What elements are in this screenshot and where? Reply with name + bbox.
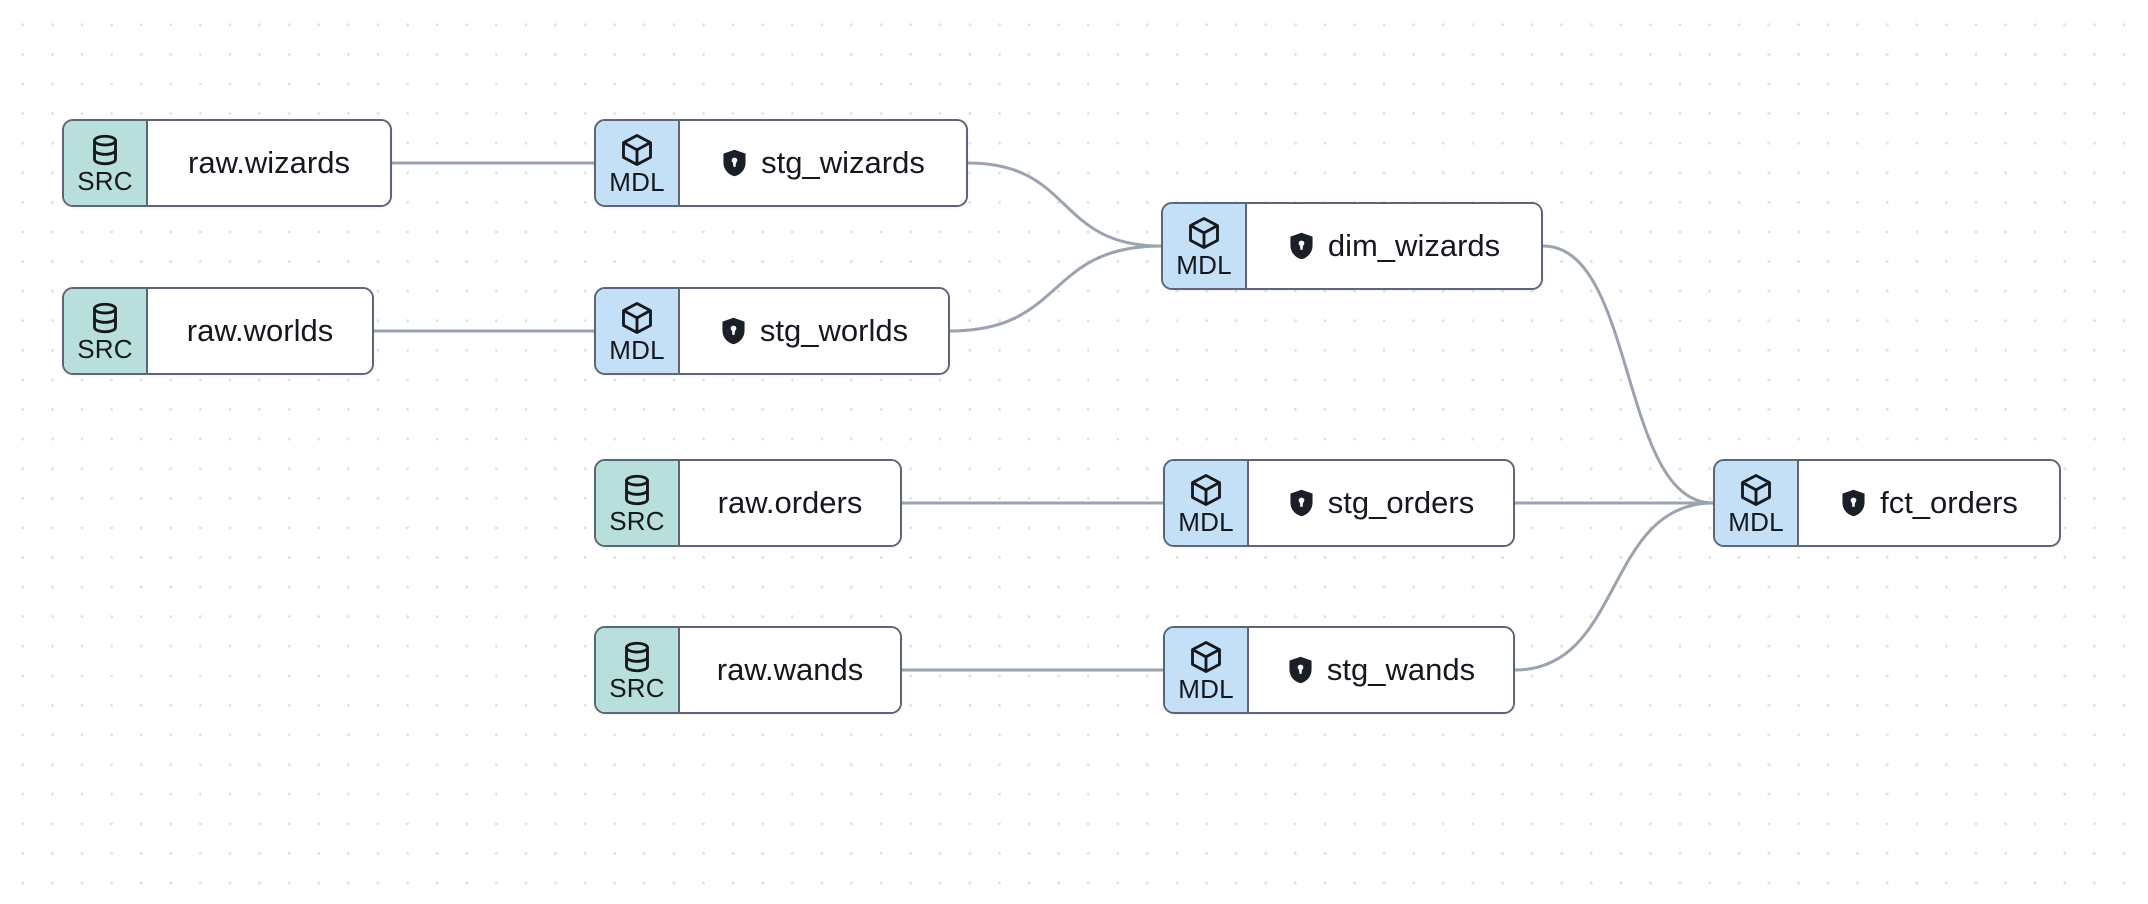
database-icon xyxy=(88,133,122,167)
cube-icon xyxy=(619,132,655,168)
lineage-node-stg_wands[interactable]: MDL stg_wands xyxy=(1163,626,1515,714)
node-body: raw.orders xyxy=(680,461,900,545)
cube-icon xyxy=(1188,472,1224,508)
cube-icon xyxy=(619,300,655,336)
node-type-badge-src: SRC xyxy=(596,461,680,545)
database-icon xyxy=(88,301,122,335)
lineage-edge-stg_worlds-to-dim_wizards xyxy=(948,244,1163,333)
node-type-badge-label: MDL xyxy=(1176,249,1232,280)
node-body: fct_orders xyxy=(1799,461,2059,545)
shield-lock-icon xyxy=(1287,655,1314,685)
node-body: stg_wands xyxy=(1249,628,1513,712)
lineage-node-raw_wizards[interactable]: SRC raw.wizards xyxy=(62,119,392,207)
node-type-badge-mdl: MDL xyxy=(1165,628,1249,712)
lineage-node-stg_orders[interactable]: MDL stg_orders xyxy=(1163,459,1515,547)
node-body: raw.worlds xyxy=(148,289,372,373)
lineage-node-dim_wizards[interactable]: MDL dim_wizards xyxy=(1161,202,1543,290)
lineage-node-raw_wands[interactable]: SRC raw.wands xyxy=(594,626,902,714)
shield-lock-icon xyxy=(1288,231,1315,261)
node-label: raw.wands xyxy=(716,652,864,687)
node-body: raw.wands xyxy=(680,628,900,712)
node-body: stg_worlds xyxy=(680,289,948,373)
node-label: raw.wizards xyxy=(188,145,350,180)
node-type-badge-label: SRC xyxy=(609,672,665,703)
node-type-badge-label: MDL xyxy=(609,166,665,197)
node-body: dim_wizards xyxy=(1247,204,1541,288)
lineage-edge-stg_wands-to-fct_orders xyxy=(1513,501,1715,672)
cube-icon xyxy=(1738,472,1774,508)
node-type-badge-mdl: MDL xyxy=(1163,204,1247,288)
database-icon xyxy=(620,473,654,507)
lineage-node-stg_worlds[interactable]: MDL stg_worlds xyxy=(594,287,950,375)
lineage-node-raw_worlds[interactable]: SRC raw.worlds xyxy=(62,287,374,375)
lineage-edge-stg_wizards-to-dim_wizards xyxy=(966,161,1163,248)
node-label: stg_orders xyxy=(1327,485,1475,520)
node-label: dim_wizards xyxy=(1327,228,1501,263)
lineage-edge-dim_wizards-to-fct_orders xyxy=(1541,244,1715,505)
node-type-badge-label: SRC xyxy=(609,505,665,536)
node-label: stg_wands xyxy=(1326,652,1476,687)
node-type-badge-label: MDL xyxy=(1178,673,1234,704)
node-label: raw.worlds xyxy=(186,313,334,348)
node-type-badge-src: SRC xyxy=(64,121,148,205)
database-icon xyxy=(620,640,654,674)
node-label: stg_wizards xyxy=(761,145,925,180)
node-type-badge-mdl: MDL xyxy=(1715,461,1799,545)
shield-lock-icon xyxy=(721,148,748,178)
cube-icon xyxy=(1188,639,1224,675)
node-type-badge-src: SRC xyxy=(596,628,680,712)
node-label: stg_worlds xyxy=(759,313,909,348)
node-type-badge-mdl: MDL xyxy=(596,121,680,205)
shield-lock-icon xyxy=(1288,488,1315,518)
node-type-badge-label: MDL xyxy=(1178,506,1234,537)
node-body: raw.wizards xyxy=(148,121,390,205)
node-type-badge-src: SRC xyxy=(64,289,148,373)
node-type-badge-label: SRC xyxy=(77,333,133,364)
cube-icon xyxy=(1186,215,1222,251)
node-label: raw.orders xyxy=(717,485,863,520)
lineage-node-raw_orders[interactable]: SRC raw.orders xyxy=(594,459,902,547)
lineage-node-fct_orders[interactable]: MDL fct_orders xyxy=(1713,459,2061,547)
node-type-badge-label: SRC xyxy=(77,165,133,196)
node-body: stg_wizards xyxy=(680,121,966,205)
node-type-badge-label: MDL xyxy=(609,334,665,365)
node-type-badge-mdl: MDL xyxy=(1165,461,1249,545)
shield-lock-icon xyxy=(720,316,747,346)
node-type-badge-label: MDL xyxy=(1728,506,1784,537)
lineage-node-stg_wizards[interactable]: MDL stg_wizards xyxy=(594,119,968,207)
node-label: fct_orders xyxy=(1880,485,2018,520)
node-type-badge-mdl: MDL xyxy=(596,289,680,373)
shield-lock-icon xyxy=(1840,488,1867,518)
node-body: stg_orders xyxy=(1249,461,1513,545)
